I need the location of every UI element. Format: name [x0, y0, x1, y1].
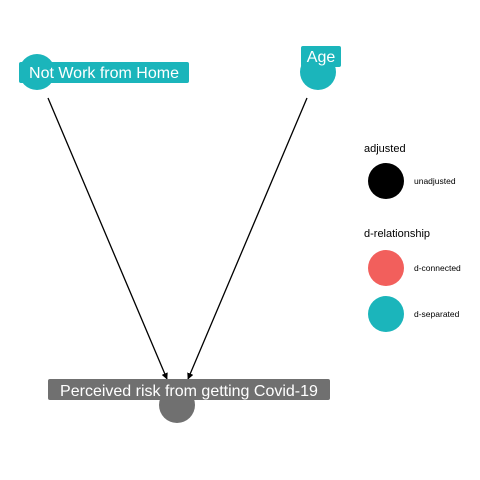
legend-label-d-connected: d-connected	[414, 263, 461, 273]
legend-title-d-relationship: d-relationship	[364, 228, 430, 240]
edges	[47, 97, 308, 380]
edge-age-to-risk	[187, 97, 308, 380]
node-label-bg-wfh	[19, 62, 189, 83]
node-age: Age	[300, 46, 341, 90]
node-label-wfh: Not Work from Home	[29, 65, 179, 82]
node-label-bg-age	[301, 46, 341, 67]
legend-swatch-unadjusted	[368, 163, 404, 199]
node-label-age: Age	[307, 49, 336, 66]
legend-label-d-separated: d-separated	[414, 309, 460, 319]
node-not-work-from-home: Not Work from Home	[19, 54, 189, 90]
legend-swatch-d-separated	[368, 296, 404, 332]
legend-swatch-d-connected	[368, 250, 404, 286]
legend-title-adjusted: adjusted	[364, 143, 406, 155]
legend-label-unadjusted: unadjusted	[414, 176, 456, 186]
legend: adjusted unadjusted d-relationship d-con…	[364, 143, 461, 332]
node-perceived-risk: Perceived risk from getting Covid-19	[48, 379, 330, 423]
node-label-risk: Perceived risk from getting Covid-19	[60, 383, 318, 400]
edge-wfh-to-risk	[47, 97, 168, 380]
node-label-bg-risk	[48, 379, 330, 400]
